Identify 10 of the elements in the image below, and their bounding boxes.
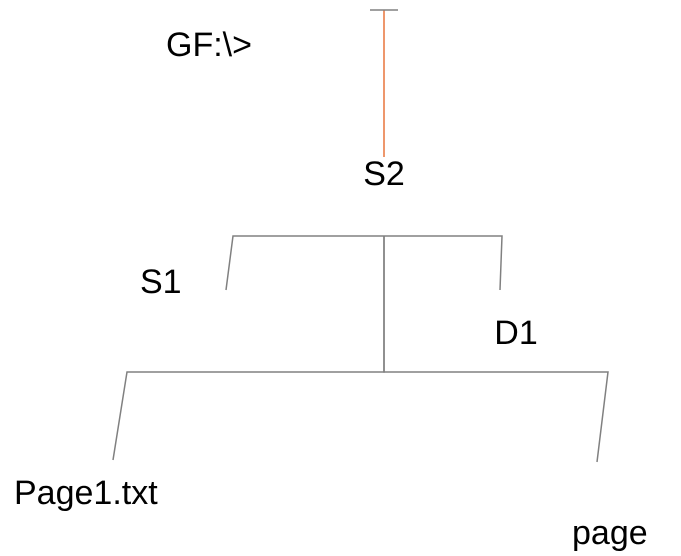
node-label: S1	[140, 265, 182, 299]
node-label: S2	[363, 157, 405, 191]
node-label: D1	[494, 316, 538, 350]
drive-prompt-label: GF:\>	[166, 28, 252, 62]
tree-line	[383, 236, 609, 462]
tree-line	[384, 235, 503, 290]
tree-line	[225, 235, 384, 290]
bar-ended-line	[369, 9, 399, 157]
node-label: page	[572, 516, 648, 550]
node-label: Page1.txt	[14, 476, 158, 510]
